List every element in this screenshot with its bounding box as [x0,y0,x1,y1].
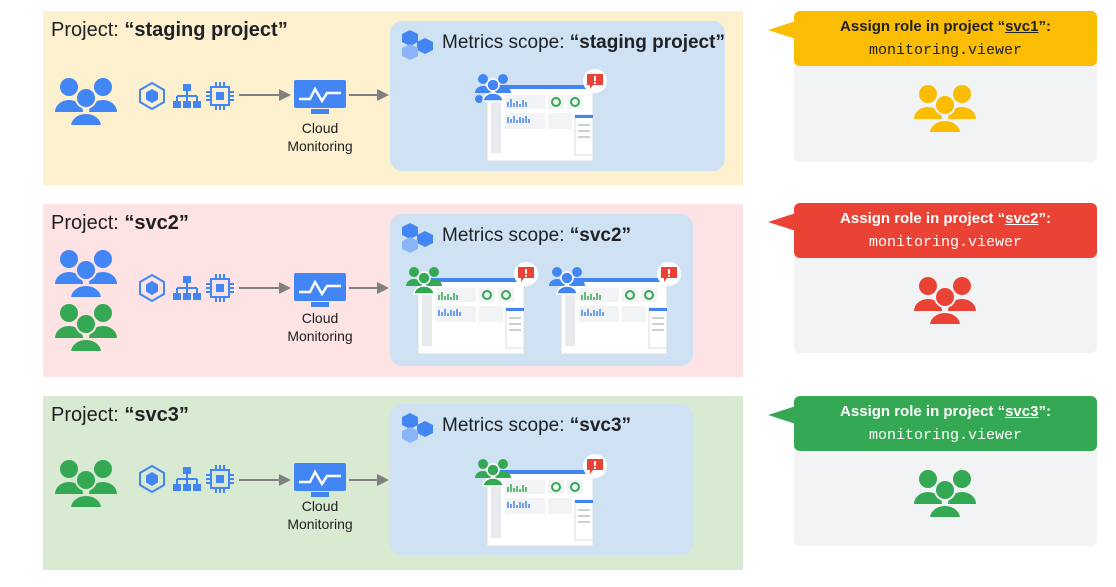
project-title: Project: “svc2” [51,212,189,234]
alert-icon [514,262,538,286]
users-icon [914,85,976,133]
users-icon [55,78,117,126]
dashboard-icon [475,69,607,162]
users-icon [55,460,117,508]
arrow-icon [239,89,291,101]
metrics-scope-panel: Metrics scope: “svc2” [390,214,693,366]
metrics-scope-panel: Metrics scope: “staging project” [390,21,725,171]
monitoring-screen-icon [294,273,346,307]
metrics-scope-title: Metrics scope: “svc3” [442,415,632,436]
role-card-header: Assign role in project “svc1”: monitorin… [794,11,1097,66]
hexagon-cluster-icon [402,30,433,60]
arrow-icon [349,474,389,486]
role-card-header: Assign role in project “svc3”: monitorin… [794,396,1097,451]
metrics-scope-panel: Metrics scope: “svc3” [390,404,693,555]
hierarchy-icon [173,84,201,108]
monitoring-screen-icon [294,463,346,497]
role-card-svc2: Assign role in project “svc2”: monitorin… [768,203,1097,353]
role-name: monitoring.viewer [868,427,1023,444]
callout-pointer [768,213,796,231]
dashboard-icon [475,454,607,547]
users-icon [55,304,117,352]
project-title: Project: “staging project” [51,19,288,41]
hexagon-cluster-icon [402,223,433,253]
users-icon [475,74,511,102]
callout-pointer [768,21,796,39]
hierarchy-icon [173,467,201,491]
metrics-scope-title: Metrics scope: “staging project” [442,32,725,53]
container-icon [139,82,165,110]
monitoring-screen-icon [294,80,346,114]
container-icon [139,274,165,302]
role-card-title: Assign role in project “svc3”: [840,403,1051,420]
role-name: monitoring.viewer [868,234,1023,251]
hierarchy-icon [173,276,201,300]
role-card-header: Assign role in project “svc2”: monitorin… [794,203,1097,258]
alert-icon [583,454,607,478]
project-title: Project: “svc3” [51,404,189,426]
role-card-svc3: Assign role in project “svc3”: monitorin… [768,396,1097,546]
users-icon [549,267,585,295]
arrow-icon [349,89,389,101]
users-icon [55,250,117,298]
users-icon [914,277,976,325]
alert-icon [657,262,681,286]
arrow-icon [349,282,389,294]
cpu-chip-icon [206,82,234,110]
container-icon [139,465,165,493]
cpu-chip-icon [206,465,234,493]
alert-icon [583,69,607,93]
users-icon [475,459,511,487]
callout-pointer [768,406,796,424]
role-card-svc1: Assign role in project “svc1”: monitorin… [768,11,1097,162]
metrics-scope-title: Metrics scope: “svc2” [442,225,632,246]
dashboard-icon [549,262,681,355]
hexagon-cluster-icon [402,413,433,443]
role-name: monitoring.viewer [868,42,1023,59]
cpu-chip-icon [206,274,234,302]
users-icon [914,470,976,518]
arrow-icon [239,474,291,486]
dashboard-icon [406,262,538,355]
arrow-icon [239,282,291,294]
role-card-title: Assign role in project “svc2”: [840,210,1051,227]
role-card-title: Assign role in project “svc1”: [840,18,1051,35]
users-icon [406,267,442,295]
